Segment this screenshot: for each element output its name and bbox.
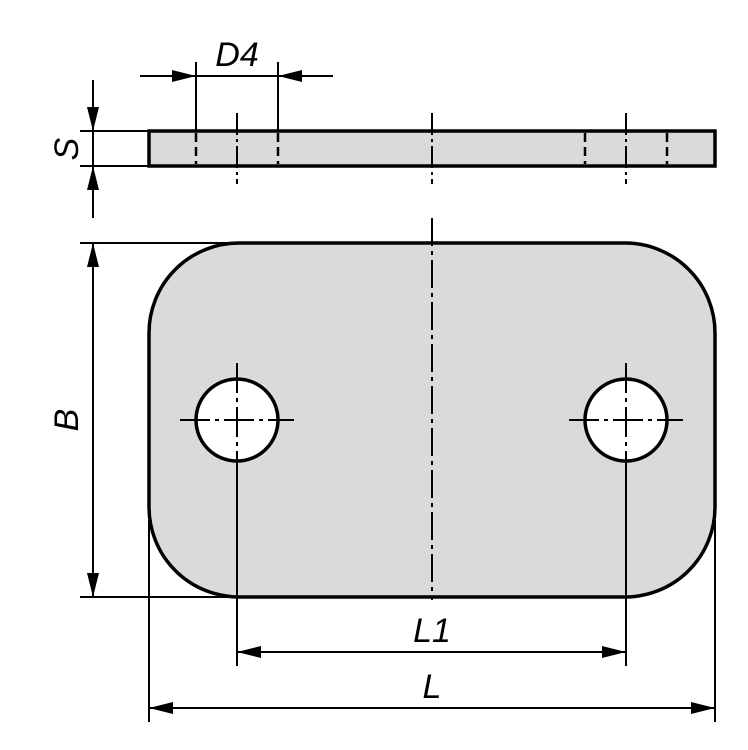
label-b: B xyxy=(48,409,86,432)
dimension-d4 xyxy=(140,62,333,131)
arrow-head xyxy=(691,702,715,714)
arrow-head xyxy=(87,107,99,131)
side-view xyxy=(147,113,717,184)
hidden-hole-edges xyxy=(194,133,669,164)
top-view xyxy=(147,218,717,600)
dimension-b xyxy=(80,242,240,598)
label-l1: L1 xyxy=(413,612,451,650)
arrow-head xyxy=(172,70,196,82)
dimension-s xyxy=(80,80,149,218)
label-s: S xyxy=(48,137,86,160)
dimension-l xyxy=(148,520,716,722)
arrow-head xyxy=(602,646,626,658)
side-center-lines xyxy=(236,113,627,184)
label-l: L xyxy=(423,668,442,706)
dimension-l1 xyxy=(236,478,627,666)
top-center-lines xyxy=(180,218,683,600)
arrow-head xyxy=(237,646,261,658)
arrow-head xyxy=(278,70,302,82)
arrow-head xyxy=(87,573,99,597)
arrow-head xyxy=(87,166,99,190)
label-d4: D4 xyxy=(215,36,258,74)
arrow-head xyxy=(149,702,173,714)
arrow-head xyxy=(87,243,99,267)
